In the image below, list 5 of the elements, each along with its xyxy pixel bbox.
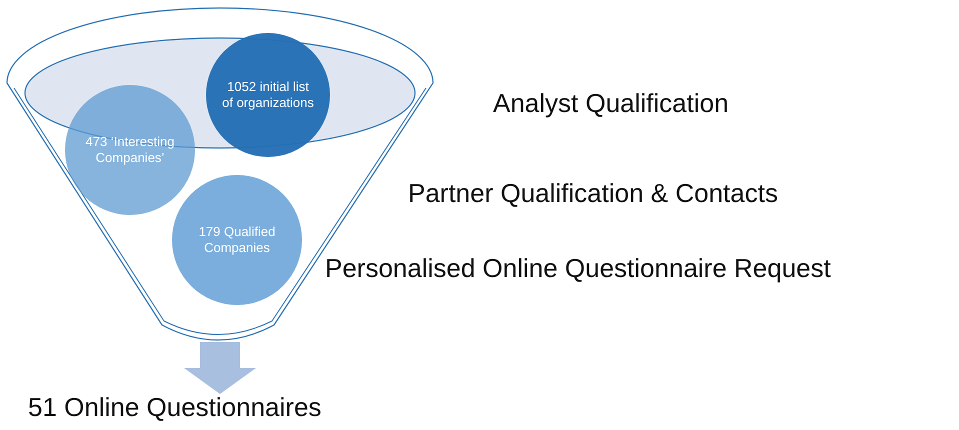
stage-label: Partner Qualification & Contacts <box>408 178 778 209</box>
result-text: 51 Online Questionnaires <box>28 392 322 423</box>
stage-label: Analyst Qualification <box>493 88 729 119</box>
stage-label: Personalised Online Questionnaire Request <box>325 253 831 284</box>
arrow <box>184 342 256 394</box>
